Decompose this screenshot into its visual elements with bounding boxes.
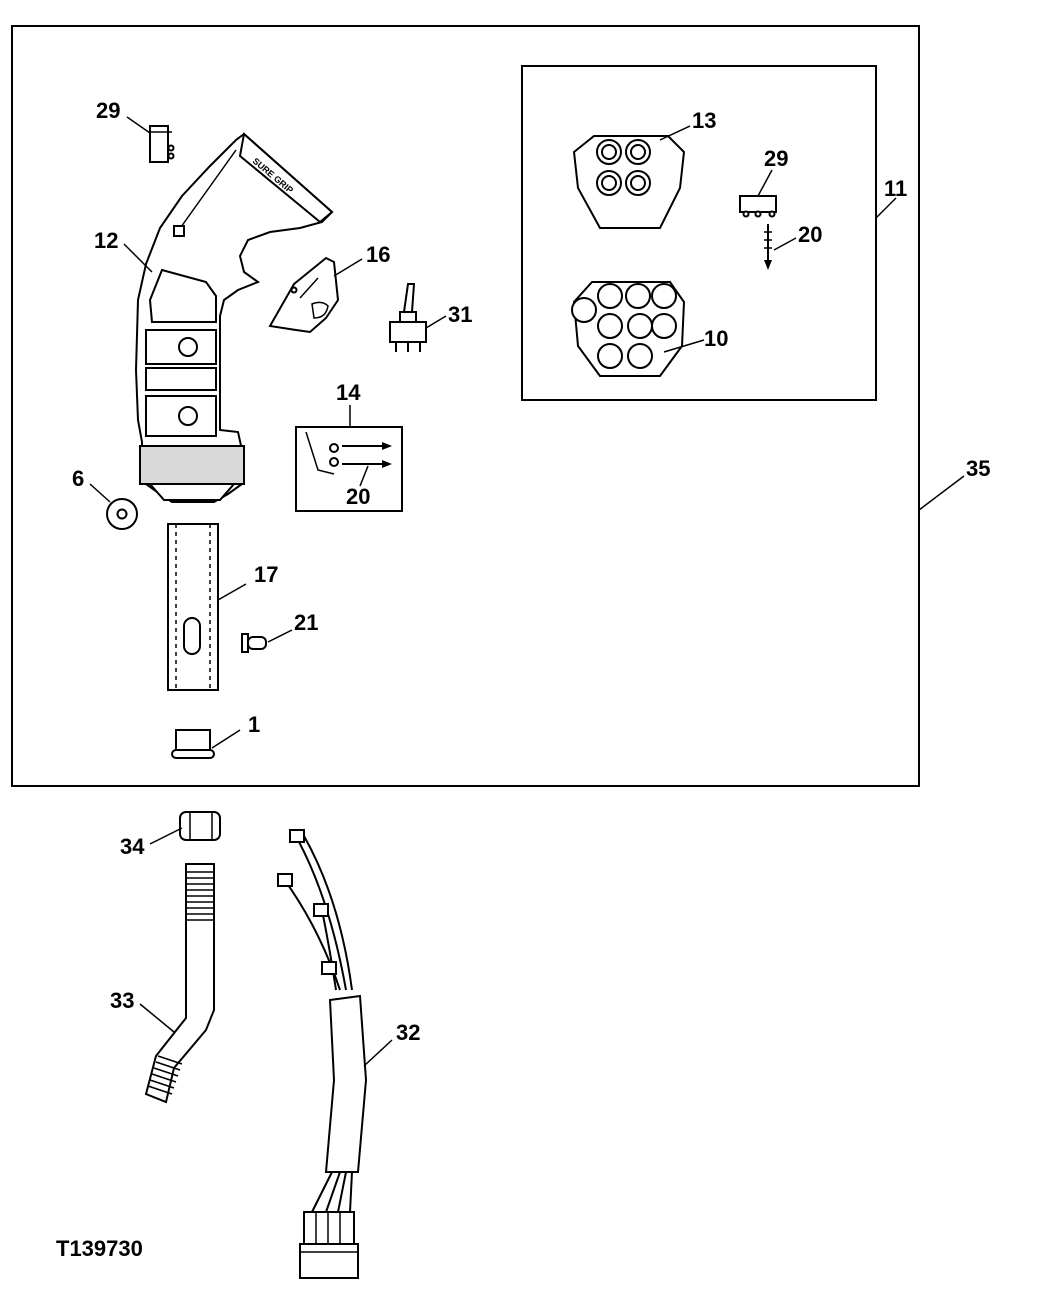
part-13-grommet: [572, 135, 686, 229]
callout-1: 1: [248, 712, 260, 737]
part-17-tube: [167, 523, 219, 691]
leader-11: [875, 197, 897, 219]
leader-32: [363, 1039, 393, 1067]
callout-14: 14: [336, 380, 361, 405]
callout-12: 12: [94, 228, 118, 253]
callout-32: 32: [396, 1020, 420, 1045]
leader-20a: [359, 465, 369, 487]
callout-29b: 29: [764, 146, 788, 171]
part-32-harness: [277, 829, 368, 1279]
kit-frame-11: [521, 65, 877, 401]
callout-31: 31: [448, 302, 472, 327]
part-31-toggle-switch: [389, 283, 427, 352]
leader-33: [139, 1003, 175, 1033]
part-12-handle: SURE GRIP: [134, 132, 334, 503]
part-10-grommet: [571, 281, 686, 377]
part-29-switch-inner: [739, 195, 777, 218]
leader-21: [267, 629, 293, 643]
callout-17: 17: [254, 562, 278, 587]
figure-id: T139730: [56, 1236, 143, 1261]
callout-35: 35: [966, 456, 990, 481]
callout-33: 33: [110, 988, 134, 1013]
part-21-pin: [241, 633, 267, 653]
part-29-switch: [149, 125, 175, 163]
callout-21: 21: [294, 610, 318, 635]
callout-6: 6: [72, 466, 84, 491]
leader-35: [918, 475, 965, 511]
part-33-conduit: [144, 863, 215, 1104]
callout-10: 10: [704, 326, 728, 351]
part-16-trigger: [268, 256, 340, 334]
leader-34: [149, 827, 183, 845]
leader-13: [659, 125, 691, 141]
part-14-kit: [305, 431, 392, 475]
callout-20a: 20: [346, 484, 370, 509]
leader-29a: [126, 116, 151, 134]
leader-29b: [757, 169, 773, 197]
leader-16: [333, 258, 363, 277]
leader-1: [211, 729, 241, 749]
callout-16: 16: [366, 242, 390, 267]
part-20-screw-inner: [764, 224, 772, 270]
part-6-washer: [106, 498, 138, 530]
leader-10: [663, 339, 705, 353]
leader-31: [425, 315, 447, 329]
callout-20b: 20: [798, 222, 822, 247]
callout-11: 11: [884, 176, 907, 201]
kit-frame-35: [11, 25, 920, 787]
leader-17: [217, 583, 247, 601]
part-34-boot: [179, 811, 221, 841]
leader-12: [123, 243, 153, 273]
part-1-plug: [171, 729, 215, 759]
kit-frame-14: [295, 426, 403, 512]
leader-6: [89, 483, 111, 503]
callout-13: 13: [692, 108, 716, 133]
callout-34: 34: [120, 834, 145, 859]
leader-20b: [773, 237, 797, 251]
callout-29a: 29: [96, 98, 120, 123]
